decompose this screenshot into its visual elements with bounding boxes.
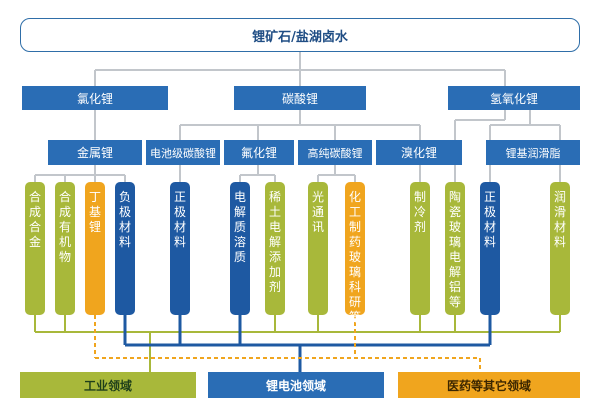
product-synthetic-alloy: 合成合金: [25, 182, 45, 315]
level2-high-purity-carbonate: 高纯碳酸锂: [298, 140, 372, 165]
level2-battery-grade-carbonate: 电池级碳酸锂: [146, 140, 220, 165]
product-chemical-pharma: 化工制药玻璃科研等: [345, 182, 365, 324]
product-cathode-material: 正极材料: [170, 182, 190, 315]
product-anode-material: 负极材料: [115, 182, 135, 315]
product-label: 合成有机物: [59, 190, 72, 264]
level1-lithium-hydroxide: 氢氧化锂: [448, 86, 580, 110]
product-label: 丁基锂: [89, 190, 102, 234]
bottom-industrial: 工业领域: [20, 372, 196, 398]
product-label: 陶瓷玻璃电解铝等: [449, 190, 462, 309]
level1-lithium-chloride: 氯化锂: [22, 86, 168, 110]
bottom-battery: 锂电池领域: [208, 372, 384, 398]
product-label: 正极材料: [484, 190, 497, 249]
product-label: 合成合金: [29, 190, 42, 249]
level2-metal-lithium: 金属锂: [48, 140, 142, 165]
level2-lithium-bromide: 溴化锂: [376, 140, 462, 165]
product-label: 光通讯: [312, 190, 325, 234]
product-optical-communication: 光通讯: [308, 182, 328, 315]
source-box: 锂矿石/盐湖卤水: [20, 18, 580, 52]
product-label: 负极材料: [119, 190, 132, 249]
product-label: 电解质溶质: [234, 190, 247, 264]
product-label: 稀土电解添加剂: [269, 190, 282, 294]
product-label: 制冷剂: [414, 190, 427, 234]
bottom-medical-other: 医药等其它领域: [398, 372, 580, 398]
product-synthetic-organic: 合成有机物: [55, 182, 75, 315]
level1-lithium-carbonate: 碳酸锂: [234, 86, 366, 110]
level2-lithium-fluoride: 氟化锂: [224, 140, 294, 165]
product-electrolyte-solute: 电解质溶质: [230, 182, 250, 315]
product-lubricant: 润滑材料: [550, 182, 570, 315]
product-label: 润滑材料: [554, 190, 567, 249]
product-rare-earth-additive: 稀土电解添加剂: [265, 182, 285, 315]
product-ceramic-glass: 陶瓷玻璃电解铝等: [445, 182, 465, 315]
product-butyllithium: 丁基锂: [85, 182, 105, 315]
product-cathode-material-2: 正极材料: [480, 182, 500, 315]
product-label: 化工制药玻璃科研等: [349, 190, 362, 324]
level2-lithium-grease: 锂基润滑脂: [486, 140, 580, 165]
product-label: 正极材料: [174, 190, 187, 249]
product-refrigerant: 制冷剂: [410, 182, 430, 315]
